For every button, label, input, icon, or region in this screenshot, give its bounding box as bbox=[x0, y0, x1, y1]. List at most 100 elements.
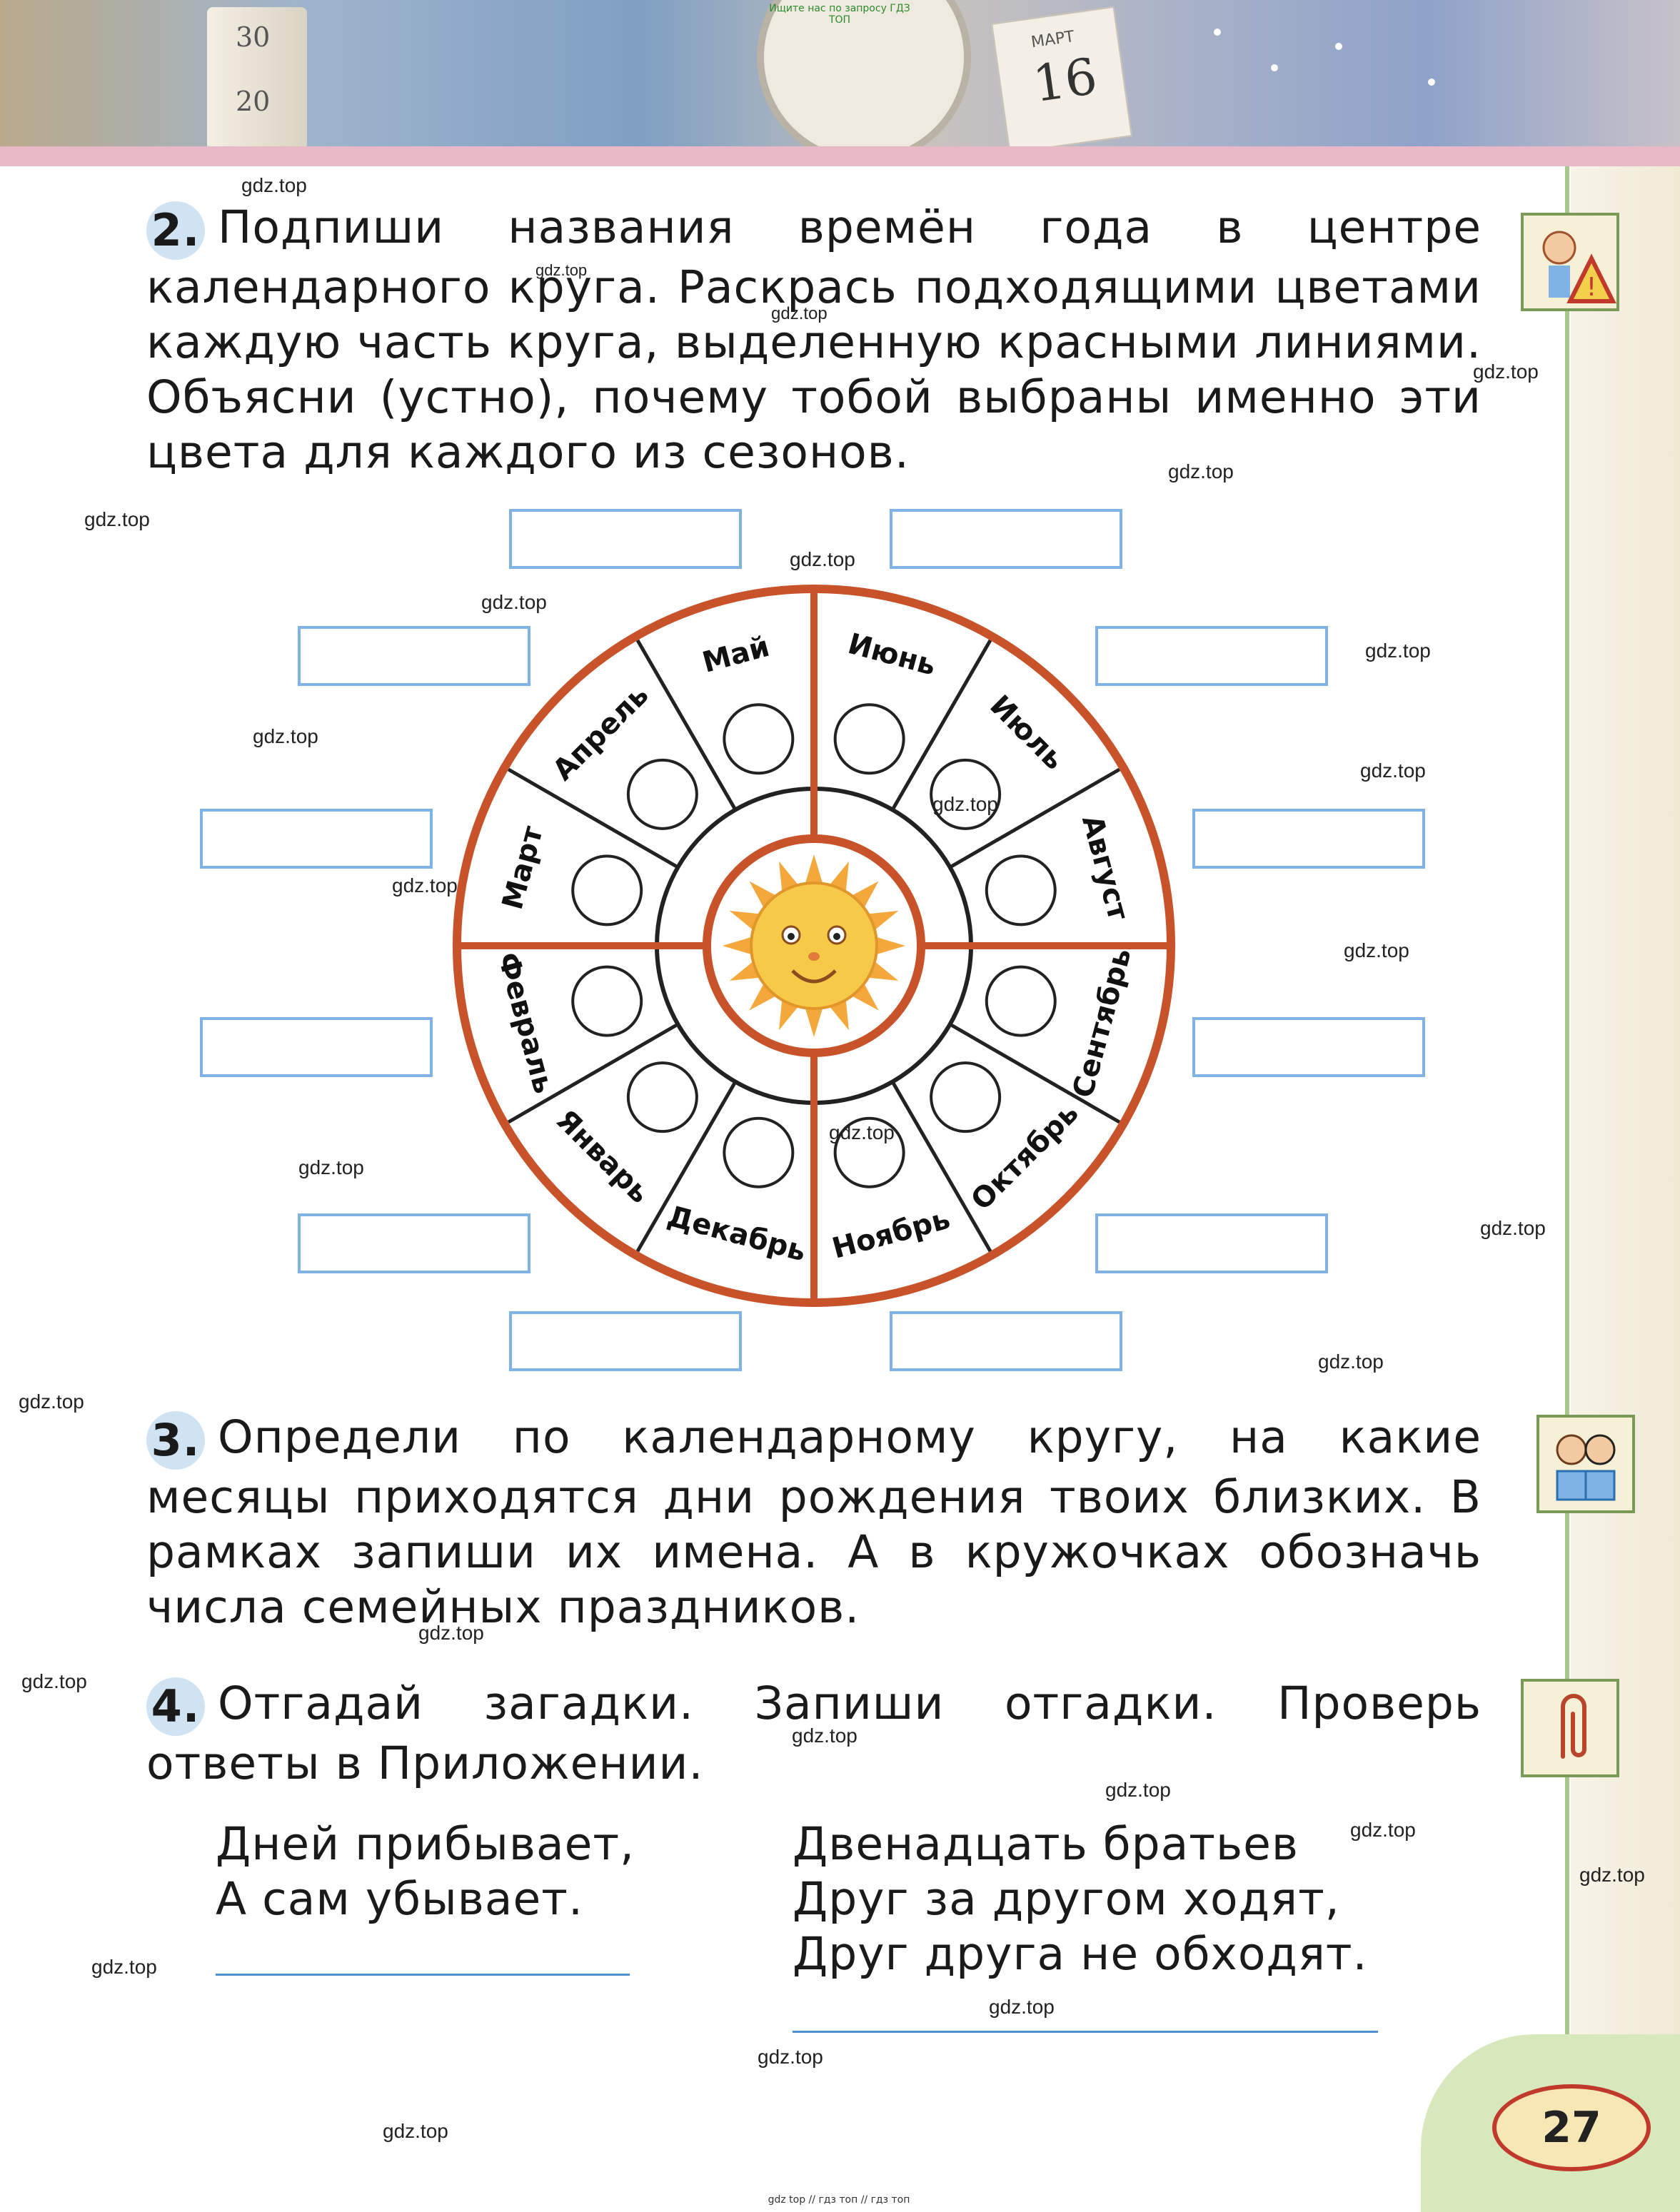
watermark: gdz.top bbox=[21, 1670, 87, 1692]
sun-ray bbox=[779, 861, 798, 892]
month-divider bbox=[890, 639, 992, 811]
watermark: gdz.top bbox=[771, 304, 828, 323]
svg-text:!: ! bbox=[1586, 273, 1596, 302]
name-box[interactable] bbox=[890, 509, 1122, 569]
task-number: 4. bbox=[146, 1677, 205, 1736]
star-icon bbox=[1335, 43, 1342, 50]
thermometer-mark: 20 bbox=[236, 86, 271, 117]
answer-line[interactable] bbox=[793, 2031, 1378, 2033]
task-2-text: Подпиши названия времён года в центре ка… bbox=[146, 201, 1482, 478]
margin-background bbox=[1571, 166, 1680, 2165]
star-icon bbox=[1271, 64, 1278, 71]
watermark: gdz.top bbox=[1579, 1864, 1645, 1886]
sun-ray bbox=[830, 861, 849, 892]
sun-ray bbox=[805, 854, 823, 884]
sun-ray bbox=[729, 961, 760, 981]
watermark: gdz.top bbox=[758, 2046, 823, 2068]
sun-ray bbox=[723, 936, 752, 955]
watermark: gdz.top bbox=[790, 548, 855, 570]
task-number: 2. bbox=[146, 201, 205, 260]
date-circle[interactable] bbox=[985, 854, 1057, 926]
name-box[interactable] bbox=[200, 809, 433, 869]
date-circle[interactable] bbox=[985, 965, 1057, 1037]
date-circle[interactable] bbox=[833, 703, 905, 775]
sun-ray bbox=[729, 911, 760, 930]
calendar-day: 16 bbox=[1029, 46, 1101, 114]
date-circle[interactable] bbox=[723, 703, 795, 775]
kids-reading-icon bbox=[1536, 1415, 1635, 1513]
watermark: gdz.top bbox=[829, 1121, 895, 1143]
name-box[interactable] bbox=[509, 1311, 742, 1371]
date-circle[interactable] bbox=[833, 1116, 905, 1188]
girl-warning-icon: ! bbox=[1521, 213, 1619, 311]
top-note: Ищите нас по запросу ГДЗ ТОП bbox=[769, 3, 910, 26]
month-divider bbox=[507, 1022, 679, 1124]
watermark: gdz.top bbox=[383, 2120, 448, 2142]
sun-ray bbox=[867, 961, 899, 981]
watermark: gdz.top bbox=[19, 1390, 84, 1413]
name-box[interactable] bbox=[200, 1017, 433, 1077]
watermark: gdz.top bbox=[989, 1996, 1055, 2018]
page-number: 27 bbox=[1492, 2084, 1651, 2171]
watermark: gdz.top bbox=[535, 261, 588, 279]
riddle-1: Дней прибывает, А сам убывает. bbox=[216, 1817, 635, 1926]
name-box[interactable] bbox=[1095, 1213, 1328, 1273]
watermark: gdz.top bbox=[84, 508, 150, 530]
watermark: gdz.top bbox=[91, 1956, 157, 1978]
margin-line bbox=[1565, 166, 1569, 2165]
riddle-2: Двенадцать братьев Друг за другом ходят,… bbox=[793, 1817, 1368, 1981]
watermark: gdz.top bbox=[1473, 360, 1539, 383]
thermometer-icon: 30 20 bbox=[207, 7, 307, 150]
month-divider bbox=[949, 1022, 1121, 1124]
task-2: 2.Подпиши названия времён года в центре … bbox=[146, 200, 1482, 480]
watermark: gdz.top bbox=[392, 874, 458, 897]
sun-face-icon bbox=[723, 854, 905, 1037]
month-divider bbox=[507, 767, 679, 869]
watermark: gdz.top bbox=[418, 1622, 484, 1644]
watermark: gdz.top bbox=[241, 174, 307, 196]
calendar-leaf-icon: МАРТ 16 bbox=[991, 6, 1132, 154]
watermark: gdz.top bbox=[792, 1724, 857, 1747]
month-divider bbox=[949, 767, 1121, 869]
sun-ray bbox=[779, 999, 798, 1031]
watermark: gdz.top bbox=[1360, 759, 1426, 782]
task-3-text: Определи по календарному кругу, на какие… bbox=[146, 1411, 1482, 1633]
watermark: gdz.top bbox=[1350, 1819, 1416, 1841]
date-circle[interactable] bbox=[571, 965, 643, 1037]
watermark: gdz.top bbox=[298, 1156, 364, 1178]
answer-line[interactable] bbox=[216, 1974, 630, 1976]
name-box[interactable] bbox=[298, 626, 530, 686]
riddle-line: Друг за другом ходят, bbox=[793, 1873, 1340, 1925]
watermark: gdz.top bbox=[253, 725, 318, 747]
task-4: 4.Отгадай загадки. Запиши отгадки. Прове… bbox=[146, 1676, 1482, 1791]
date-circle[interactable] bbox=[626, 758, 698, 830]
riddle-line: Дней прибывает, bbox=[216, 1818, 635, 1870]
name-box[interactable] bbox=[509, 509, 742, 569]
thermometer-mark: 30 bbox=[236, 21, 271, 53]
date-circle[interactable] bbox=[571, 854, 643, 926]
banner-strip bbox=[0, 146, 1680, 166]
watermark: gdz.top bbox=[481, 591, 547, 613]
date-circle[interactable] bbox=[930, 758, 1002, 830]
watermark: gdz.top bbox=[1365, 640, 1431, 662]
paperclip-icon bbox=[1521, 1679, 1619, 1777]
task-number: 3. bbox=[146, 1410, 205, 1470]
task-3: 3.Определи по календарному кругу, на как… bbox=[146, 1410, 1482, 1635]
task-4-text: Отгадай загадки. Запиши отгадки. Проверь… bbox=[146, 1677, 1482, 1789]
watermark: gdz.top bbox=[932, 793, 998, 815]
name-box[interactable] bbox=[1192, 1017, 1425, 1077]
sun-ray bbox=[867, 911, 899, 930]
riddle-line: Друг друга не обходят. bbox=[793, 1928, 1368, 1980]
riddle-line: А сам убывает. bbox=[216, 1873, 584, 1925]
name-box[interactable] bbox=[890, 1311, 1122, 1371]
date-circle[interactable] bbox=[626, 1061, 698, 1133]
month-divider bbox=[635, 639, 738, 811]
date-circle[interactable] bbox=[930, 1061, 1002, 1133]
name-box[interactable] bbox=[1192, 809, 1425, 869]
month-divider bbox=[890, 1081, 992, 1253]
date-circle[interactable] bbox=[723, 1116, 795, 1188]
name-box[interactable] bbox=[298, 1213, 530, 1273]
clock-icon bbox=[757, 0, 971, 164]
calendar-month: МАРТ bbox=[1030, 28, 1076, 52]
name-box[interactable] bbox=[1095, 626, 1328, 686]
